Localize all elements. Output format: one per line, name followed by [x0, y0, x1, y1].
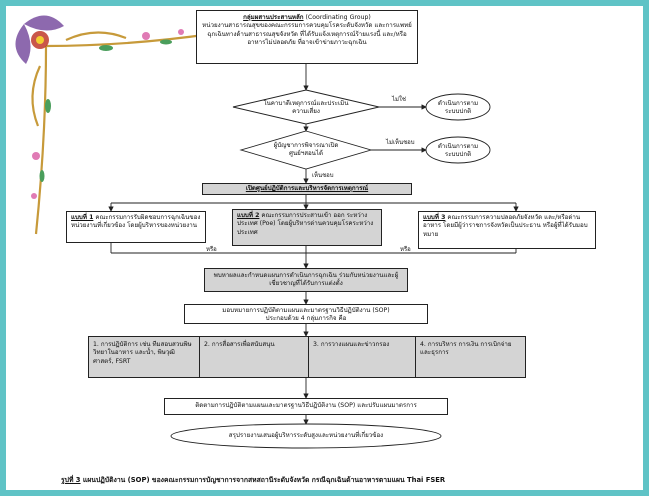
model-1-prefix: แบบที่ 1: [71, 214, 94, 221]
coordinating-group-text: หน่วยงานสาธารณสุขของคณะกรรมการควบคุมโรคร…: [202, 22, 412, 47]
or-label-2: หรือ: [400, 246, 411, 253]
figure-caption-label: รูปที่ 3: [61, 476, 81, 484]
decision-1-text: ในคาบาดีเหตุการณ์และประเมินความเสี่ยง: [263, 100, 349, 116]
sop-box: มอบหมายการปฏิบัติตามแผนและมาตรฐานวิธีปฏิ…: [184, 304, 428, 324]
mission-1-text: 1. การปฏิบัติการ เช่น ทีมสอบสวนพิษวิทยาใ…: [93, 341, 192, 365]
decision-2-text: ผู้บัญชาการพิจารณาเปิดศูนย์ฯสอนได้: [273, 142, 339, 158]
model-1-box: แบบที่ 1 คณะกรรมการรับผิดชอบการฉุกเฉินขอ…: [66, 211, 206, 243]
sop-box-line2: ประกอบด้วย 4 กลุ่มภารกิจ คือ: [265, 315, 347, 323]
or-label-1: หรือ: [206, 246, 217, 253]
monitor-box-text: ติดตามการปฏิบัติตามแผนและมาตรฐานวิธีปฏิบ…: [195, 402, 417, 409]
summary-ellipse-shape: [170, 423, 442, 449]
model-2-prefix: แบบที่ 2: [237, 212, 260, 219]
coordinating-group-title: กลุ่มผสานประสานหลัก: [243, 14, 304, 21]
mission-2-box: 2. การสื่อสารเพื่อสนับสนุน: [199, 336, 309, 378]
mission-3-box: 3. การวางแผนและข่าวกรอง: [308, 336, 416, 378]
coordinating-group-box: กลุ่มผสานประสานหลัก (Coordinating Group)…: [196, 10, 418, 64]
mission-2-text: 2. การสื่อสารเพื่อสนับสนุน: [204, 341, 275, 348]
assign-box: พบหาผลและกำหนดแผนการดำเนินการฉุกเฉิน ร่ว…: [204, 268, 408, 292]
decision-1-outcome: ดำเนินการตามระบบปกติ: [437, 100, 479, 116]
model-1-text: คณะกรรมการรับผิดชอบการฉุกเฉินของหน่วยงาน…: [71, 214, 201, 230]
decision-1-no-label: ไม่ใช่: [392, 96, 406, 103]
decision-2-yes-label: เห็นชอบ: [312, 172, 334, 179]
model-3-prefix: แบบที่ 3: [423, 214, 446, 221]
flow-connectors: [108, 64, 519, 449]
figure-caption: รูปที่ 3 แผนปฏิบัติงาน (SOP) ของคณะกรรมก…: [61, 474, 621, 485]
mission-1-box: 1. การปฏิบัติการ เช่น ทีมสอบสวนพิษวิทยาใ…: [88, 336, 200, 378]
assign-box-text: พบหาผลและกำหนดแผนการดำเนินการฉุกเฉิน ร่ว…: [213, 272, 399, 288]
monitor-box: ติดตามการปฏิบัติตามแผนและมาตรฐานวิธีปฏิบ…: [164, 398, 448, 415]
model-2-box: แบบที่ 2 คณะกรรมการประสานเข้า ออก ระหว่า…: [232, 209, 382, 246]
coordinating-group-title-en: (Coordinating Group): [305, 14, 371, 21]
mission-4-box: 4. การบริหาร การเงิน การเบิกจ่าย และธุรก…: [415, 336, 526, 378]
floral-ornament-icon: [15, 15, 212, 235]
model-2-text: คณะกรรมการประสานเข้า ออก ระหว่างประเทศ (…: [237, 212, 374, 236]
model-3-text: คณะกรรมการความปลอดภัยจังหวัด และ/หรือด่า…: [423, 214, 588, 238]
page: กลุ่มผสานประสานหลัก (Coordinating Group)…: [6, 6, 643, 490]
summary-ellipse: สรุปรายงานเสนอผู้บริหารระดับสูงและหน่วยง…: [228, 432, 384, 439]
mission-3-text: 3. การวางแผนและข่าวกรอง: [313, 341, 390, 348]
sop-box-line1: มอบหมายการปฏิบัติตามแผนและมาตรฐานวิธีปฏิ…: [222, 307, 390, 314]
eoc-box: เปิดศูนย์ปฏิบัติการและบริหารจัดการเหตุกา…: [202, 183, 412, 195]
mission-4-text: 4. การบริหาร การเงิน การเบิกจ่าย และธุรก…: [420, 341, 512, 357]
figure-caption-text: แผนปฏิบัติงาน (SOP) ของคณะกรรมการบัญชากา…: [82, 476, 446, 484]
eoc-box-text: เปิดศูนย์ปฏิบัติการและบริหารจัดการเหตุกา…: [245, 185, 369, 192]
decision-2-no-label: ไม่เห็นชอบ: [386, 139, 415, 146]
decision-2-outcome: ดำเนินการตามระบบปกติ: [437, 143, 479, 159]
model-3-box: แบบที่ 3 คณะกรรมการความปลอดภัยจังหวัด แล…: [418, 211, 596, 249]
